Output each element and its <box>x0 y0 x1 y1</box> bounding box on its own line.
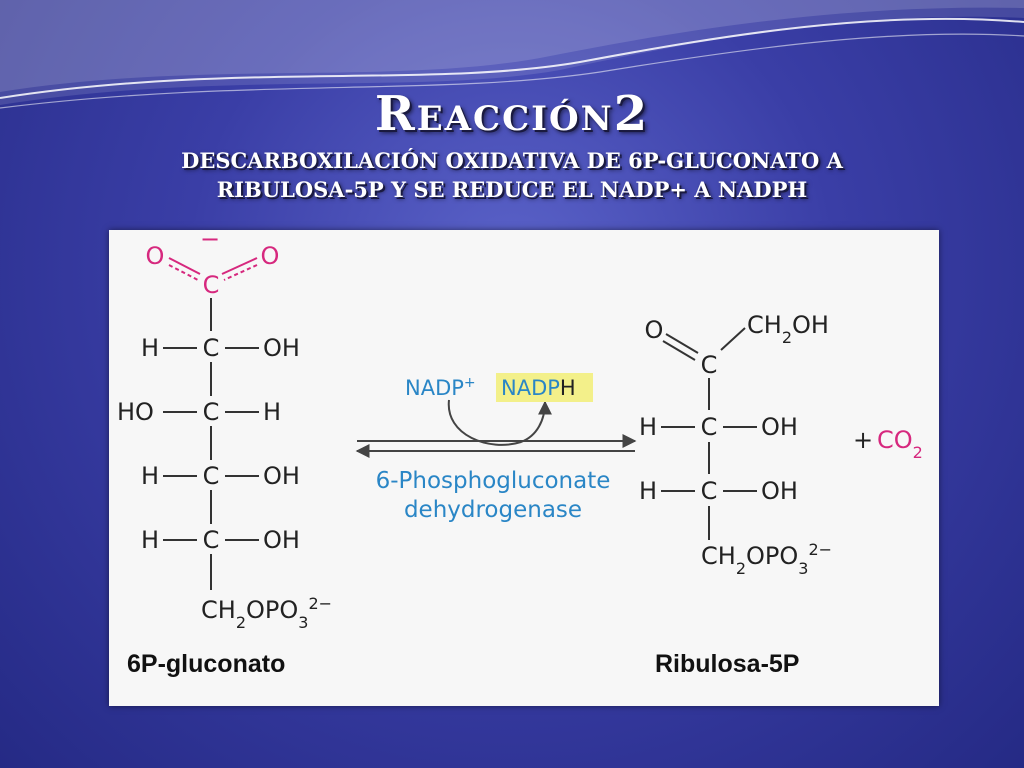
product-hydroxymethyl: CH2OH <box>747 311 829 347</box>
reactant-row3-right: OH <box>263 462 300 490</box>
byproduct-plus: + <box>853 426 873 454</box>
product-row2-right: OH <box>761 477 798 505</box>
product-row1-left: H <box>639 413 657 441</box>
reactant-phosphate-group: CH2OPO32− <box>201 594 332 632</box>
slide-subtitle: Descarboxilación oxidativa de 6P-glucona… <box>181 148 843 202</box>
carbonyl-double-bond <box>662 333 699 361</box>
cofactor-curved-arrow <box>447 399 552 446</box>
product-name: Ribulosa-5P <box>655 650 799 678</box>
product-carbonyl-carbon: C <box>701 351 718 379</box>
carboxylate-charge: − <box>200 230 220 253</box>
reaction-figure: − O O C H C OH HO C <box>109 230 939 706</box>
product-row2-left: H <box>639 477 657 505</box>
carboxylate-left-oxygen: O <box>146 242 165 270</box>
reactant-structure: − O O C H C OH HO C <box>117 230 332 632</box>
reaction-arrow <box>355 399 637 458</box>
carboxylate-bonds <box>168 257 258 281</box>
reactant-row1-right: OH <box>263 334 300 362</box>
reactant-row2-left: HO <box>117 398 154 426</box>
product-phosphate-group: CH2OPO32− <box>701 540 832 578</box>
reactant-row1-carbon: C <box>203 334 220 362</box>
reactant-row4-carbon: C <box>203 526 220 554</box>
reactant-row2-right: H <box>263 398 281 426</box>
reactant-name: 6P-gluconato <box>127 650 285 678</box>
product-row2-carbon: C <box>701 477 718 505</box>
decorative-waves <box>0 0 1024 109</box>
cofactor-nadp-plus: NADP+ <box>405 375 476 400</box>
product-structure: O CH2OH C H C OH H C OH CH2OPO <box>639 311 832 578</box>
reactant-row4-left: H <box>141 526 159 554</box>
byproduct-co2: CO2 <box>877 426 923 462</box>
reaction-diagram: − O O C H C OH HO C <box>117 230 923 678</box>
reactant-row4-right: OH <box>263 526 300 554</box>
reactant-row3-left: H <box>141 462 159 490</box>
enzyme-name-line1: 6-Phosphogluconate <box>376 468 611 494</box>
reactant-row2-carbon: C <box>203 398 220 426</box>
slide-title: Reacción2 <box>374 86 650 142</box>
product-row1-right: OH <box>761 413 798 441</box>
enzyme-name-line2: dehydrogenase <box>404 497 582 523</box>
product-carbonyl-oxygen: O <box>645 316 664 344</box>
carboxylate-carbon: C <box>203 271 220 299</box>
carboxylate-right-oxygen: O <box>261 242 280 270</box>
nadph-highlight <box>496 373 593 402</box>
reactant-row1-left: H <box>141 334 159 362</box>
cofactor-nadph: NADPH <box>501 376 576 400</box>
reactant-row3-carbon: C <box>203 462 220 490</box>
product-row1-carbon: C <box>701 413 718 441</box>
